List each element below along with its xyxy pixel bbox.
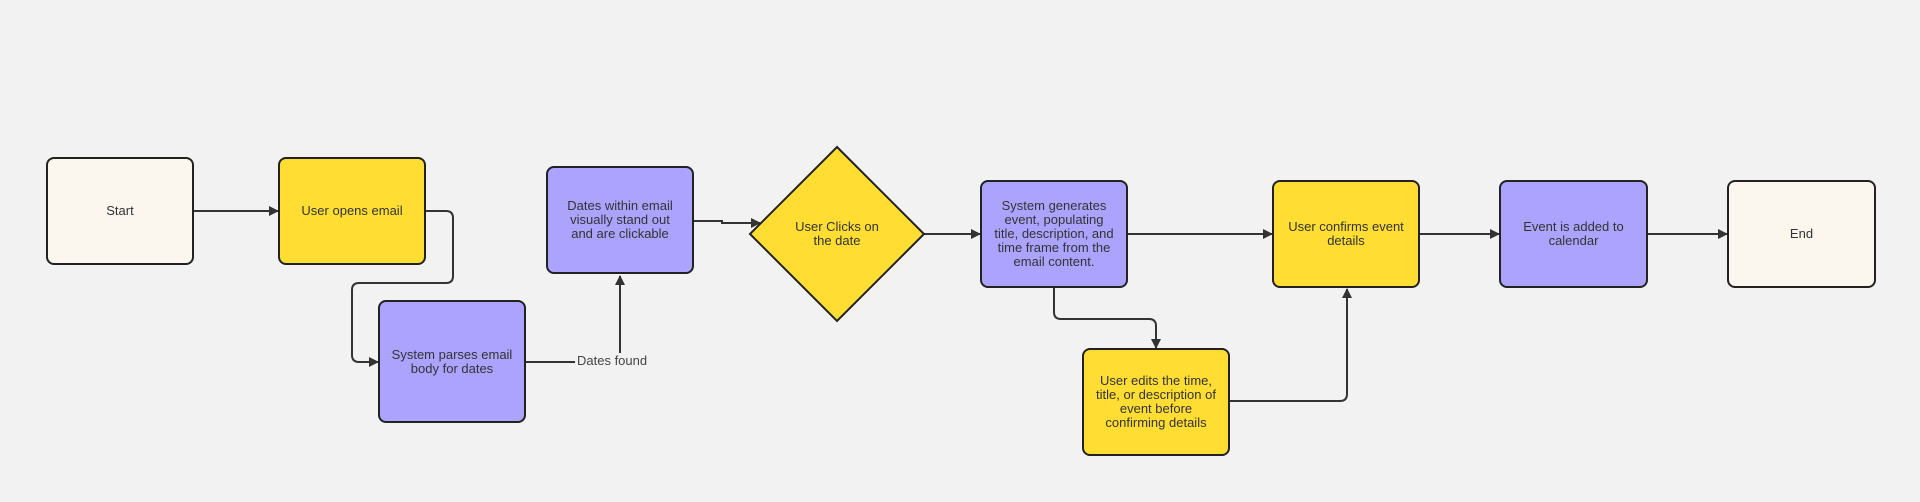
confirm-event-node[interactable]: User confirms event details [1272, 180, 1420, 288]
edit-event-node-label: User edits the time, title, or descripti… [1096, 373, 1216, 430]
click-date-label: User Clicks on the date [790, 214, 884, 254]
generate-event-node[interactable]: System generates event, populating title… [980, 180, 1128, 288]
connector-generate-to-edit [1053, 288, 1161, 349]
confirm-event-node-label: User confirms event details [1288, 219, 1404, 248]
parse-email-node[interactable]: System parses email body for dates [378, 300, 526, 423]
dates-clickable-node-label: Dates within email visually stand out an… [567, 198, 673, 241]
open-email-node-label: User opens email [301, 203, 403, 218]
open-email-node[interactable]: User opens email [278, 157, 426, 265]
connector-dates-to-click [694, 218, 761, 228]
end-node-label: End [1789, 226, 1814, 241]
connector-open-to-parse [351, 210, 454, 367]
dates-found-label: Dates found [575, 353, 650, 368]
start-node[interactable]: Start [46, 157, 194, 265]
connector-edit-to-confirm [1230, 288, 1352, 402]
end-node[interactable]: End [1727, 180, 1876, 288]
click-date-text: User Clicks on the date [795, 219, 879, 248]
decision-diamond[interactable] [748, 145, 926, 323]
generate-event-node-label: System generates event, populating title… [994, 198, 1114, 269]
parse-email-node-label: System parses email body for dates [391, 346, 513, 376]
event-added-node-label: Event is added to calendar [1523, 219, 1624, 248]
connector-parse-to-dates [526, 275, 625, 363]
event-added-node[interactable]: Event is added to calendar [1499, 180, 1648, 288]
start-node-label: Start [106, 203, 134, 218]
edit-event-node[interactable]: User edits the time, title, or descripti… [1082, 348, 1230, 456]
dates-clickable-node[interactable]: Dates within email visually stand out an… [546, 166, 694, 274]
